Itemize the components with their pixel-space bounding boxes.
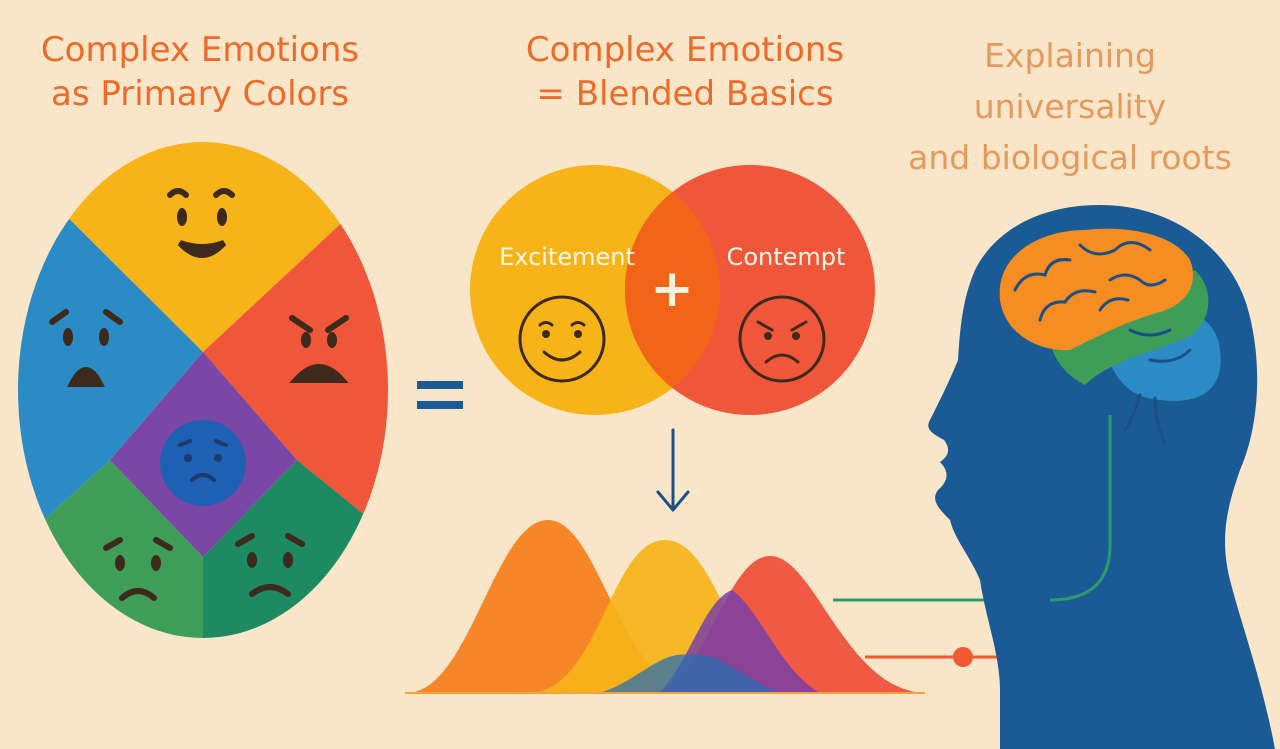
- venn-label-excitement: Excitement: [499, 243, 635, 271]
- angry-face-icon: [738, 295, 826, 383]
- venn-overlap: [625, 165, 720, 415]
- worried-face-icon: [160, 420, 246, 506]
- title-right-line-1: Explaining: [984, 36, 1156, 75]
- wheel-segment-blue: [18, 150, 203, 560]
- brain-cerebrum: [999, 228, 1194, 351]
- sad-face-icon: [49, 309, 123, 387]
- title-right-line-3: and biological roots: [908, 138, 1232, 177]
- title-right-line-2: universality: [973, 87, 1167, 126]
- plus-icon: +: [650, 259, 694, 319]
- happy-face-icon: [518, 295, 606, 383]
- title-middle-line-1: Complex Emotions: [525, 30, 845, 70]
- distribution-blue: [600, 654, 780, 693]
- title-left: Complex Emotions as Primary Colors: [10, 28, 390, 116]
- frown-face-icon: [103, 537, 173, 601]
- title-middle: Complex Emotions = Blended Basics: [490, 28, 880, 116]
- title-left-line-2: as Primary Colors: [50, 74, 350, 114]
- angry-face-icon: [289, 315, 349, 383]
- frown-face-icon: [235, 533, 305, 597]
- happy-face-icon: [167, 188, 235, 258]
- venn-label-contempt: Contempt: [727, 243, 846, 271]
- node-orange: [953, 647, 973, 667]
- equals-icon: [417, 381, 463, 409]
- title-middle-line-2: = Blended Basics: [536, 74, 834, 114]
- emotion-wheel: [18, 142, 388, 638]
- brain-icon: [999, 228, 1221, 445]
- title-left-line-1: Complex Emotions: [40, 30, 360, 70]
- connector-green-inner: [1049, 415, 1112, 602]
- title-right: Explaining universality and biological r…: [890, 30, 1250, 183]
- venn-diagram: Excitement Contempt +: [470, 165, 875, 415]
- arrow-down-icon: [656, 428, 690, 512]
- blended-distributions: [405, 520, 925, 694]
